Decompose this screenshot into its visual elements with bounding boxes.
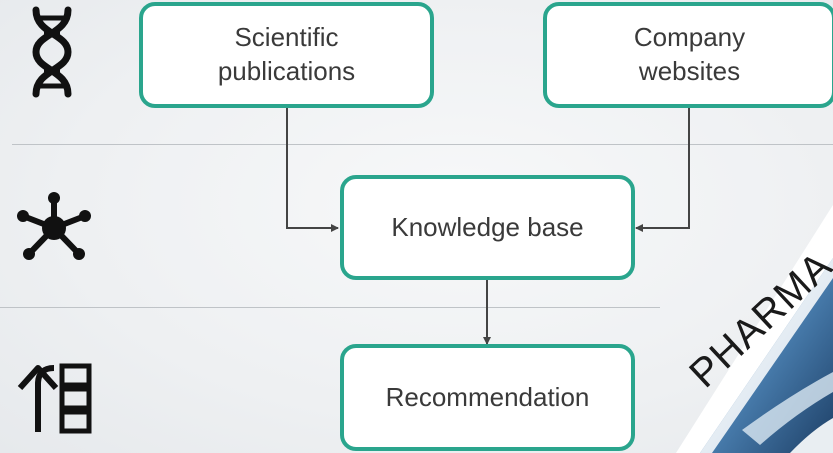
node-scientific-publications: Scientific publications <box>139 2 434 108</box>
dna-icon <box>32 6 72 98</box>
node-knowledge-base: Knowledge base <box>340 175 635 280</box>
node-label: Scientific publications <box>217 22 356 86</box>
arrow-publications-to-knowledge <box>286 106 339 232</box>
node-label: Company websites <box>633 22 746 86</box>
node-label: Recommendation <box>385 381 590 412</box>
tier-divider-top <box>12 144 833 145</box>
node-recommendation: Recommendation <box>340 344 635 451</box>
tier-divider-bottom <box>0 307 660 308</box>
node-company-websites: Company websites <box>543 2 833 108</box>
arrow-websites-to-knowledge <box>635 106 690 232</box>
node-label: Knowledge base <box>391 211 584 242</box>
network-icon <box>17 192 91 260</box>
recommendation-list-icon <box>17 363 92 434</box>
